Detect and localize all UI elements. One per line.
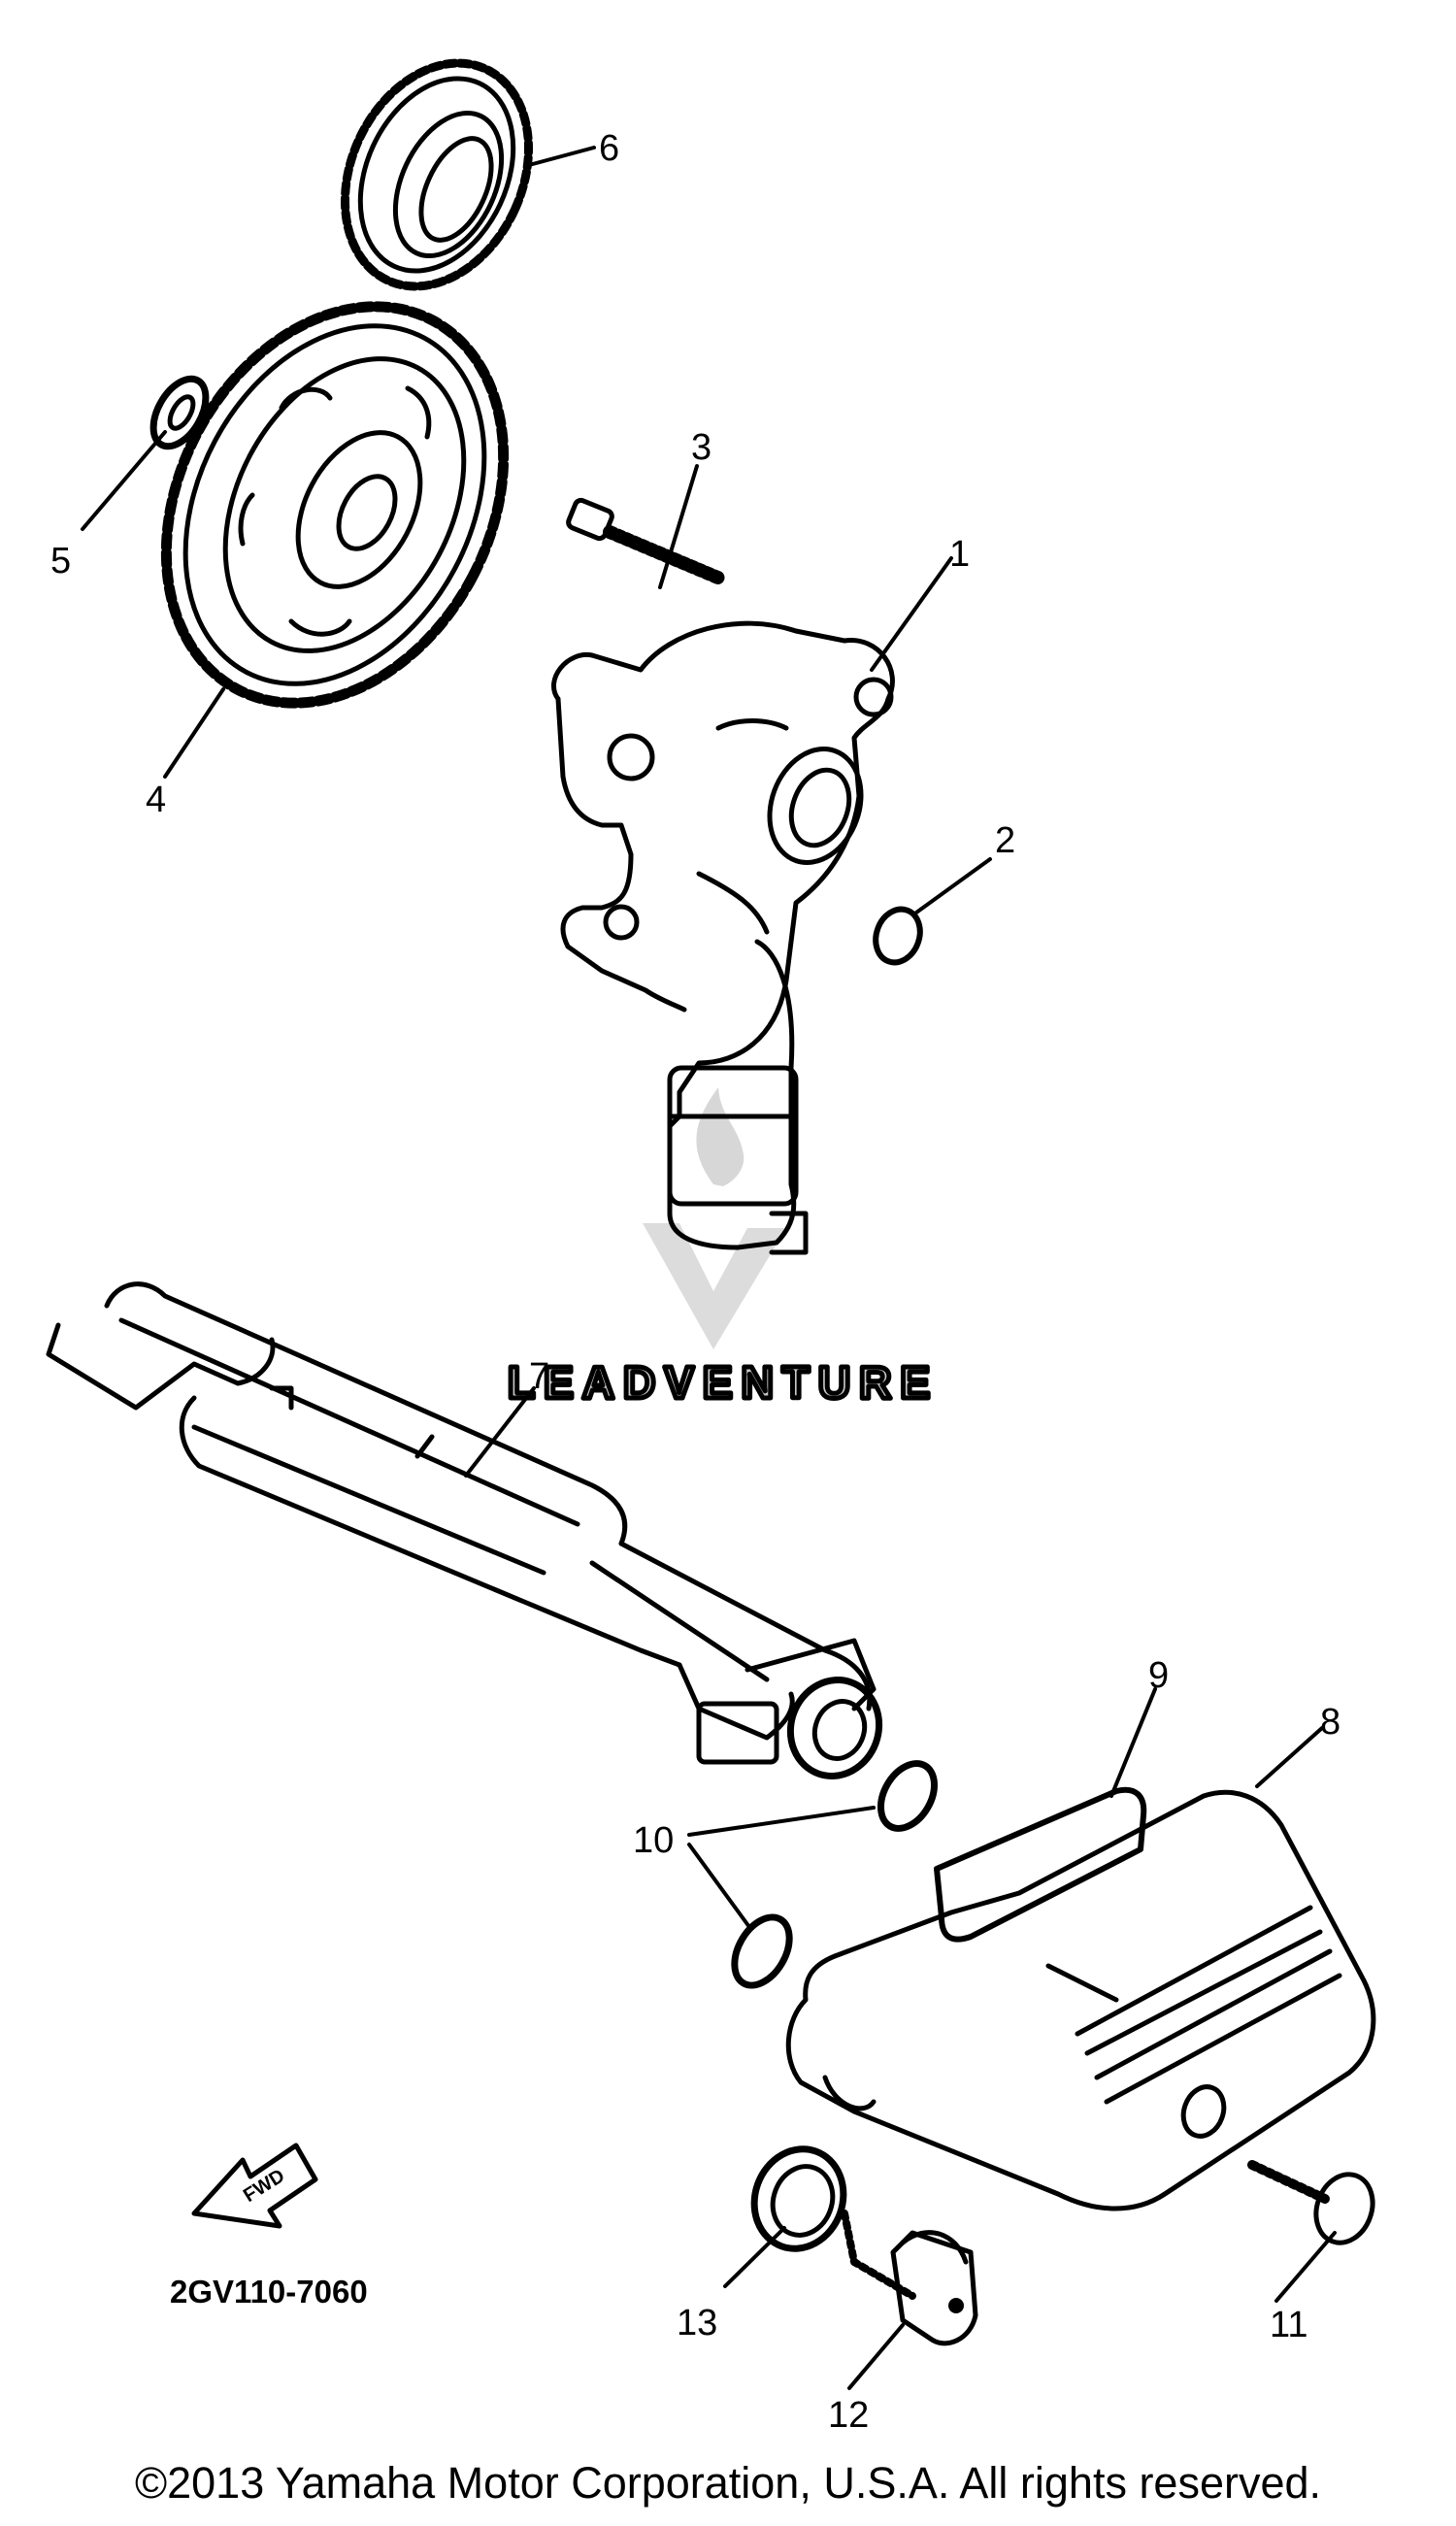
washer-part-13 — [750, 2145, 847, 2252]
callout-labels: 6 5 3 1 2 4 7 8 9 10 11 12 13 — [50, 128, 1340, 2436]
callout-1: 1 — [949, 534, 970, 575]
callout-3: 3 — [691, 427, 711, 468]
gasket-part-9 — [934, 1786, 1147, 1943]
o-ring-part-10b — [731, 1913, 793, 1989]
callout-2: 2 — [995, 820, 1015, 861]
callout-7: 7 — [529, 1356, 549, 1397]
small-gear-part-6 — [340, 58, 534, 291]
callout-12: 12 — [828, 2395, 869, 2436]
bolt-part-11 — [1247, 2160, 1375, 2245]
watermark-text: LEADVENTURE — [508, 1357, 939, 1408]
callout-13: 13 — [677, 2303, 717, 2343]
large-gear-part-4 — [160, 301, 510, 709]
forward-direction-arrow: FWD — [191, 2143, 318, 2229]
diagram-code: 2GV110-7060 — [170, 2274, 368, 2310]
callout-8: 8 — [1320, 1702, 1340, 1743]
o-ring-part-2 — [873, 906, 923, 966]
cover-part-8 — [785, 1789, 1376, 2211]
oil-pump-part-1 — [550, 620, 895, 1255]
drain-plug-part-12 — [841, 2210, 978, 2346]
washer-part-5 — [149, 375, 210, 450]
callout-4: 4 — [146, 780, 166, 820]
callout-10: 10 — [633, 1820, 674, 1861]
copyright-notice: ©2013 Yamaha Motor Corporation, U.S.A. A… — [134, 2458, 1322, 2508]
watermark-logo — [643, 1087, 786, 1349]
screw-part-3 — [566, 497, 727, 585]
oil-strainer-part-7 — [46, 1281, 883, 1779]
callout-5: 5 — [50, 541, 71, 582]
callout-9: 9 — [1148, 1655, 1169, 1696]
callout-6: 6 — [599, 128, 619, 169]
callout-11: 11 — [1270, 2305, 1307, 2345]
o-ring-part-10a — [877, 1760, 938, 1832]
leader-lines — [81, 146, 1337, 2390]
